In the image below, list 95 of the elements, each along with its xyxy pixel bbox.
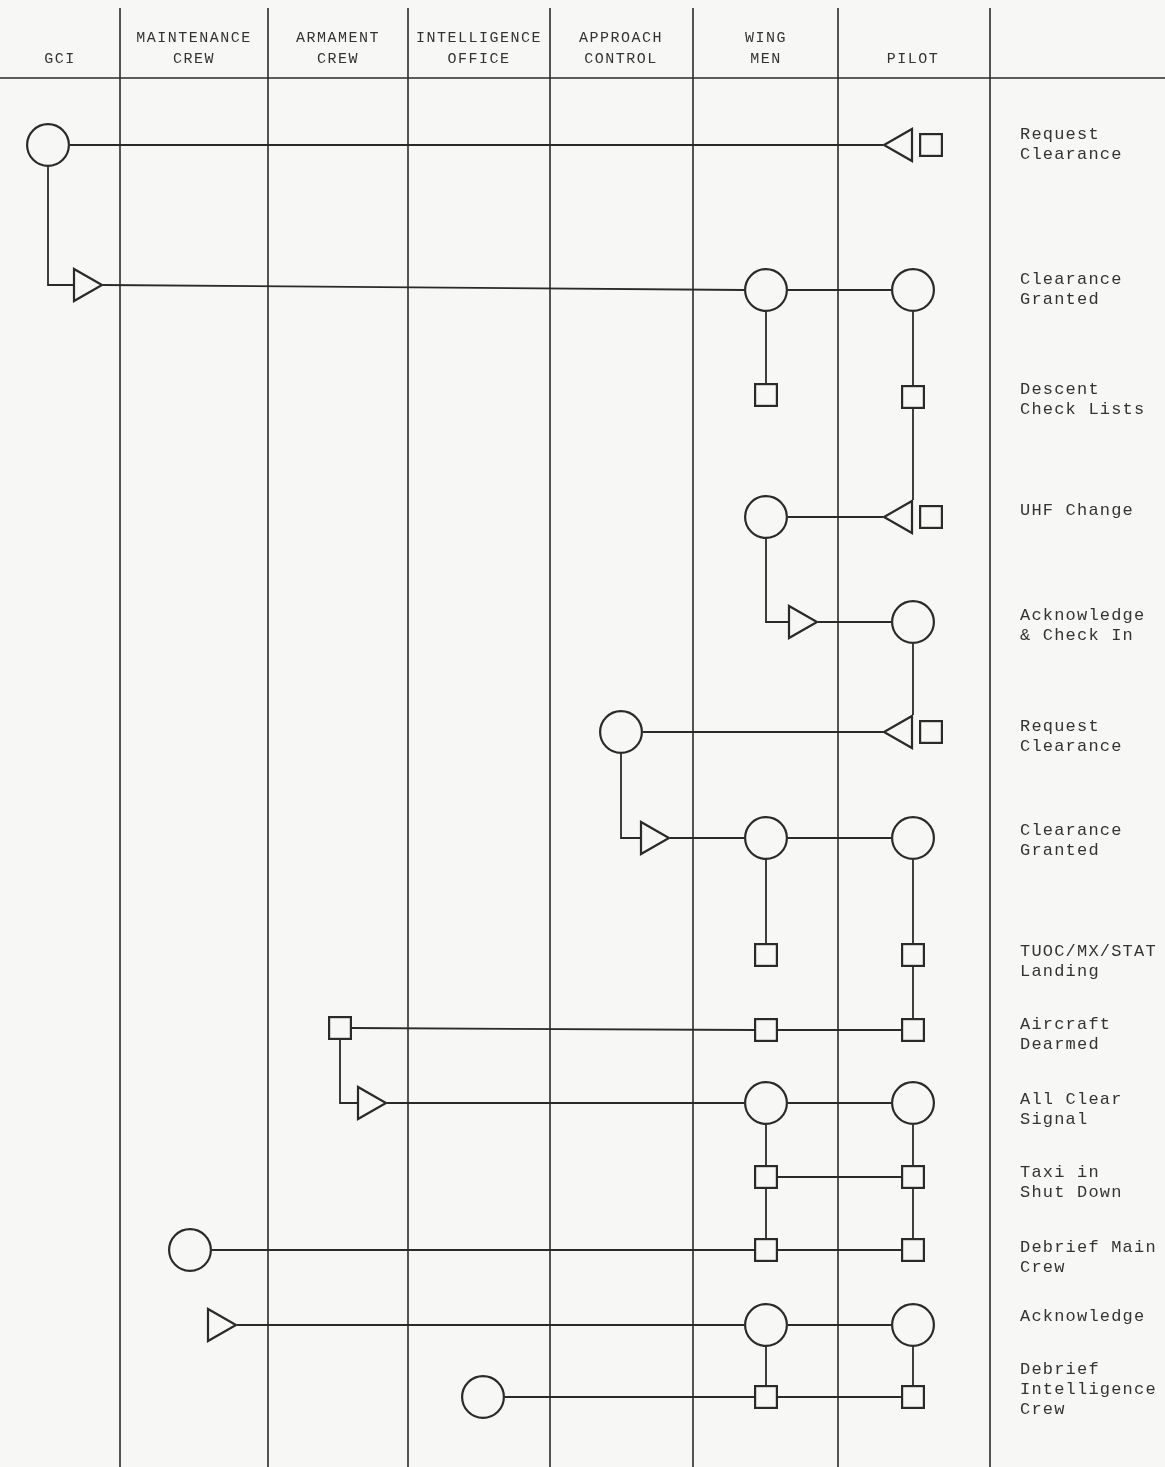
square-symbol	[901, 385, 925, 409]
step-label: TUOC/MX/STAT Landing	[1020, 942, 1158, 982]
connector-line	[386, 1102, 745, 1104]
triangle-symbol	[788, 605, 818, 639]
connector-line	[912, 1124, 914, 1166]
step-label: Debrief Intelligence Crew	[1020, 1360, 1158, 1420]
connector-line	[787, 516, 884, 518]
lane-header: INTELLIGENCE OFFICE	[415, 29, 543, 70]
step-label: Clearance Granted	[1020, 821, 1124, 861]
step-label: Acknowledge & Check In	[1020, 606, 1147, 646]
connector-line	[787, 1102, 892, 1104]
triangle-symbol	[207, 1308, 237, 1342]
triangle-symbol	[883, 500, 913, 534]
square-symbol	[901, 1385, 925, 1409]
connector-line	[912, 859, 914, 944]
connector-line	[787, 1324, 892, 1326]
connector-line	[504, 1396, 755, 1398]
triangle-symbol	[73, 268, 103, 302]
step-label: Debrief Main Crew	[1020, 1238, 1158, 1278]
step-label: Clearance Granted	[1020, 270, 1124, 310]
step-label: Descent Check Lists	[1020, 380, 1147, 420]
connector-line	[765, 311, 767, 384]
connector-line	[912, 311, 914, 386]
connector-line	[765, 1188, 767, 1239]
circle-symbol	[744, 1303, 788, 1347]
lane-header: ARMAMENT CREW	[295, 29, 381, 70]
square-symbol	[901, 1165, 925, 1189]
circle-symbol	[744, 816, 788, 860]
circle-symbol	[891, 816, 935, 860]
step-label: UHF Change	[1020, 501, 1136, 521]
circle-symbol	[891, 1081, 935, 1125]
connector-line	[102, 284, 745, 291]
square-symbol	[754, 1018, 778, 1042]
connector-line	[912, 643, 914, 716]
lane-header: APPROACH CONTROL	[578, 29, 664, 70]
connector-line	[912, 408, 914, 501]
connector-line	[777, 1029, 902, 1031]
lane-header: MAINTENANCE CREW	[135, 29, 253, 70]
connector-line	[787, 837, 892, 839]
connector-line	[817, 621, 892, 623]
circle-symbol	[744, 1081, 788, 1125]
square-symbol	[901, 1238, 925, 1262]
connector-line	[777, 1396, 902, 1398]
square-symbol	[901, 1018, 925, 1042]
connector-line	[777, 1176, 902, 1178]
connector-line	[912, 966, 914, 1019]
triangle-symbol	[883, 128, 913, 162]
connector-line	[765, 1346, 767, 1386]
connector-line	[765, 538, 789, 623]
circle-symbol	[744, 268, 788, 312]
circle-symbol	[891, 1303, 935, 1347]
circle-symbol	[168, 1228, 212, 1272]
circle-symbol	[744, 495, 788, 539]
square-symbol	[328, 1016, 352, 1040]
connector-line	[69, 144, 884, 146]
connector-line	[236, 1324, 745, 1326]
square-symbol	[754, 1238, 778, 1262]
triangle-symbol	[357, 1086, 387, 1120]
connector-line	[211, 1249, 755, 1251]
connector-line	[642, 731, 884, 733]
square-symbol	[901, 943, 925, 967]
connector-line	[912, 1188, 914, 1239]
connector-line	[47, 166, 74, 286]
connector-line	[765, 1124, 767, 1166]
triangle-symbol	[640, 821, 670, 855]
connector-line	[339, 1039, 358, 1104]
connector-line	[765, 859, 767, 944]
circle-symbol	[461, 1375, 505, 1419]
connector-line	[777, 1249, 902, 1251]
lane-header: PILOT	[885, 50, 941, 70]
connector-line	[351, 1027, 755, 1031]
square-symbol	[919, 720, 943, 744]
step-label: Taxi in Shut Down	[1020, 1163, 1124, 1203]
step-label: Aircraft Dearmed	[1020, 1015, 1113, 1055]
step-label: All Clear Signal	[1020, 1090, 1124, 1130]
square-symbol	[754, 943, 778, 967]
square-symbol	[919, 133, 943, 157]
lane-header: WING MEN	[744, 29, 788, 70]
connector-line	[787, 289, 892, 291]
lane-header: GCI	[43, 50, 77, 70]
circle-symbol	[891, 600, 935, 644]
square-symbol	[754, 1385, 778, 1409]
step-label: Request Clearance	[1020, 717, 1124, 757]
connector-line	[669, 837, 745, 839]
square-symbol	[754, 1165, 778, 1189]
square-symbol	[919, 505, 943, 529]
step-label: Request Clearance	[1020, 125, 1124, 165]
connector-line	[620, 753, 641, 839]
connector-line	[912, 1346, 914, 1386]
circle-symbol	[891, 268, 935, 312]
circle-symbol	[599, 710, 643, 754]
triangle-symbol	[883, 715, 913, 749]
step-label: Acknowledge	[1020, 1307, 1147, 1327]
square-symbol	[754, 383, 778, 407]
circle-symbol	[26, 123, 70, 167]
